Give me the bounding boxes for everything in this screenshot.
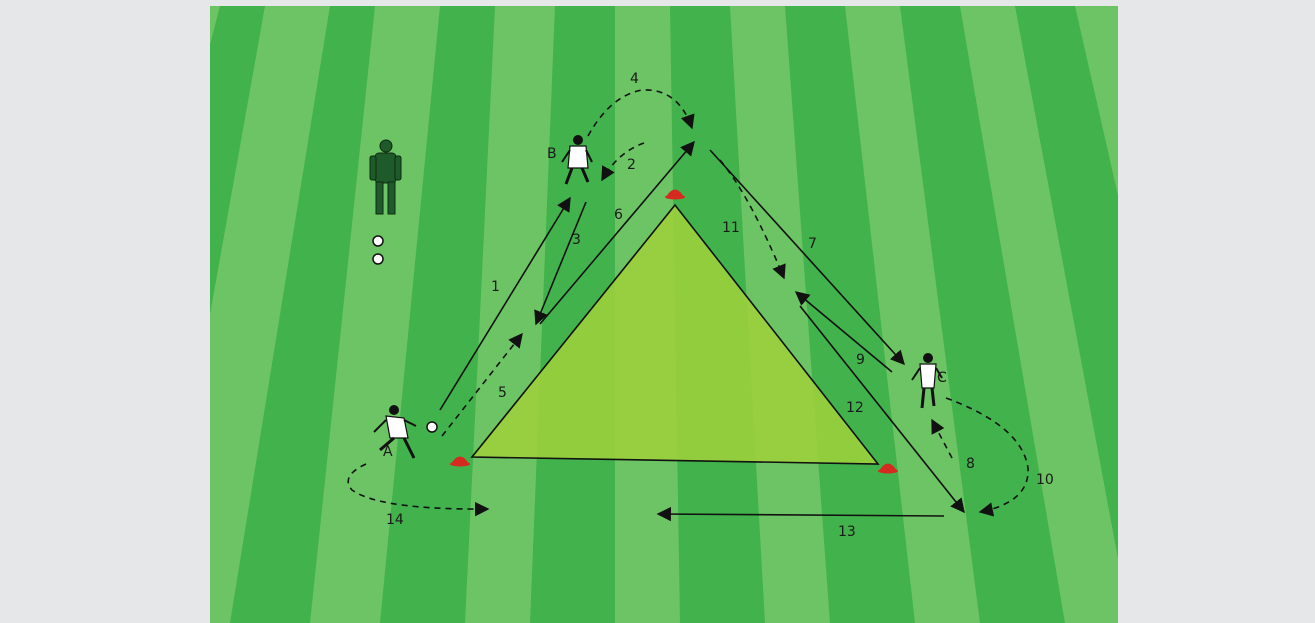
drill-diagram: B A C 1 2 3 4 5 6 7 8 9 10 11 12 13 14 bbox=[210, 6, 1118, 623]
ball-icon bbox=[373, 254, 383, 264]
step-label-2: 2 bbox=[627, 157, 636, 173]
step-label-1: 1 bbox=[491, 279, 500, 295]
step-label-5: 5 bbox=[498, 385, 507, 401]
pitch: B A C 1 2 3 4 5 6 7 8 9 10 11 12 13 14 bbox=[210, 6, 1118, 623]
ball-icon bbox=[427, 422, 437, 432]
player-b-label: B bbox=[547, 146, 557, 162]
step-label-11: 11 bbox=[722, 220, 740, 236]
step-label-9: 9 bbox=[856, 352, 865, 368]
step-label-8: 8 bbox=[966, 456, 975, 472]
player-c-label: C bbox=[937, 370, 947, 386]
step-label-12: 12 bbox=[846, 400, 864, 416]
step-label-13: 13 bbox=[838, 524, 856, 540]
step-label-10: 10 bbox=[1036, 472, 1054, 488]
player-a-label: A bbox=[383, 444, 393, 460]
step-label-3: 3 bbox=[572, 232, 581, 248]
step-label-4: 4 bbox=[630, 71, 639, 87]
ball-icon bbox=[373, 236, 383, 246]
step-label-6: 6 bbox=[614, 207, 623, 223]
step-label-7: 7 bbox=[808, 236, 817, 252]
step-label-14: 14 bbox=[386, 512, 404, 528]
